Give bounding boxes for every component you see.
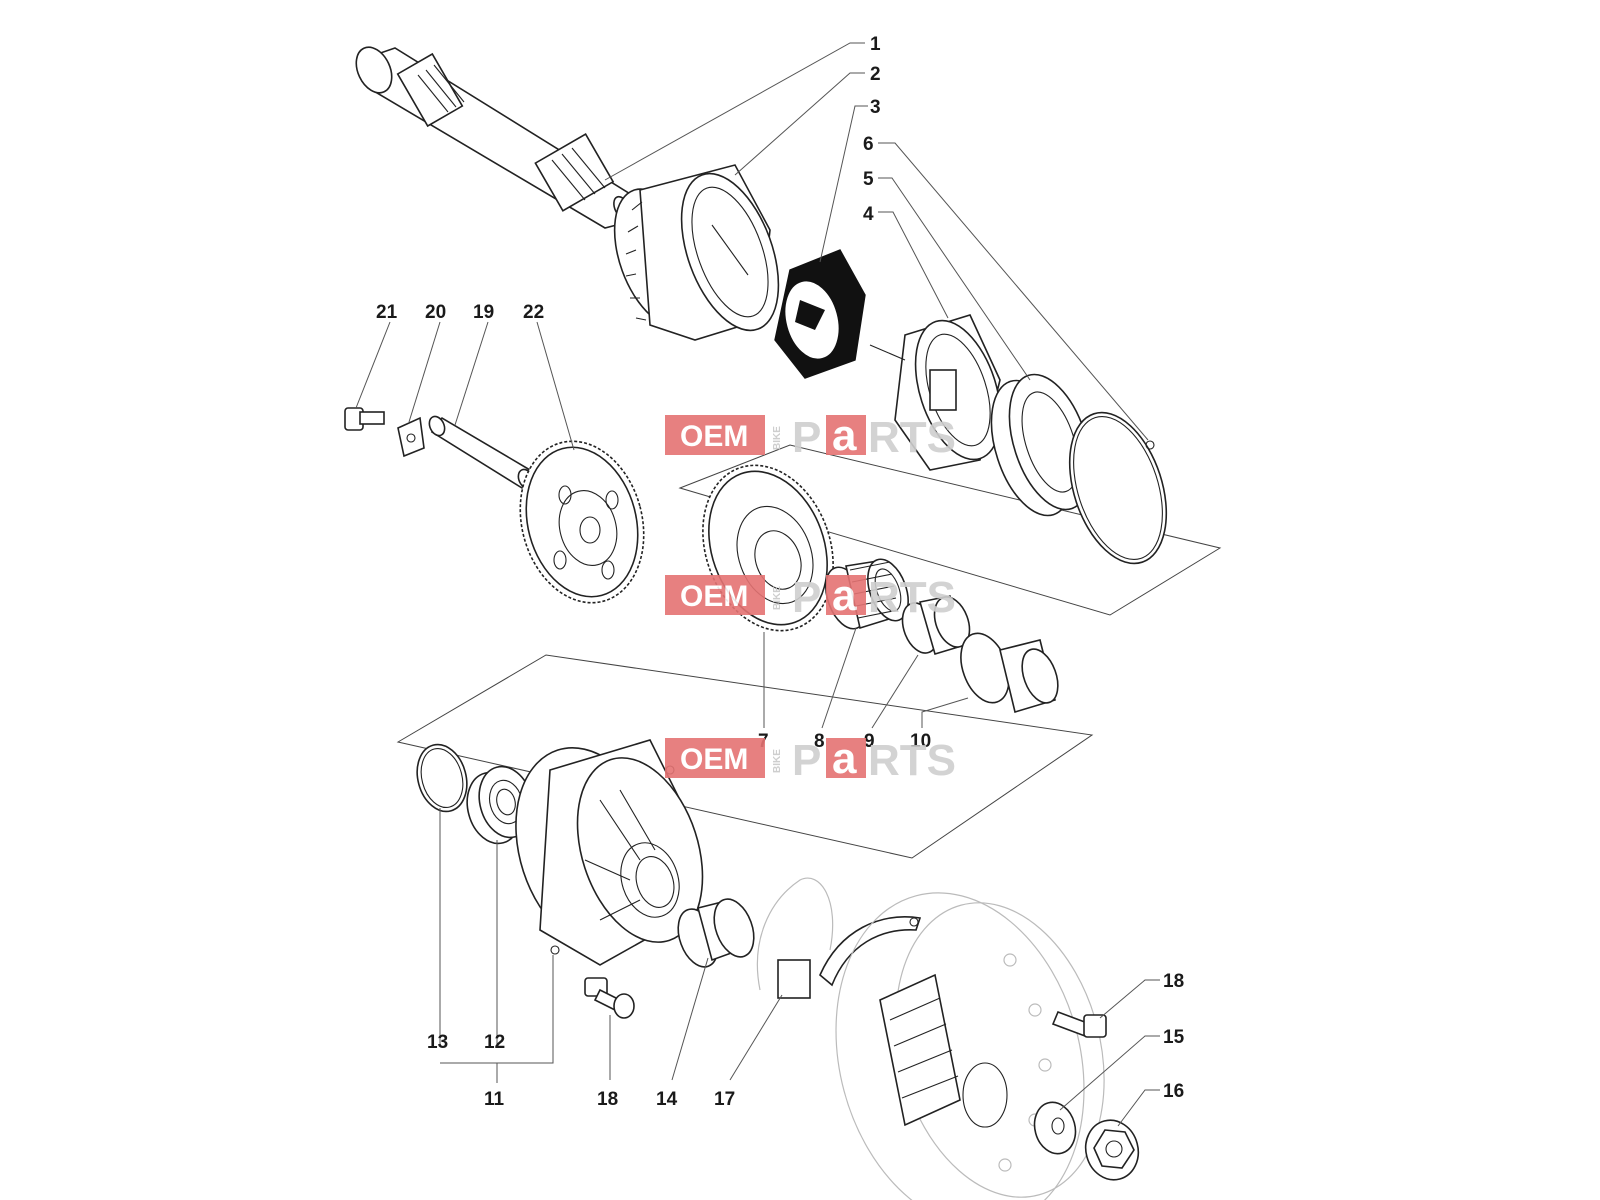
callout-17: 17 xyxy=(714,1089,735,1110)
gear-drum xyxy=(613,164,780,341)
flanged-bushing xyxy=(960,632,1059,714)
clutch-hub xyxy=(869,314,1002,471)
watermark-parts-p: P xyxy=(792,413,821,462)
bolt-housing xyxy=(584,977,635,1019)
idler-pin xyxy=(428,415,535,490)
leader-lines xyxy=(355,42,1160,1127)
assembly-frame-upper xyxy=(678,444,1222,616)
callout-8: 8 xyxy=(814,731,825,752)
callout-1: 1 xyxy=(870,34,881,55)
watermark-parts-rest: RTS xyxy=(868,573,956,622)
spacer-sleeve xyxy=(677,898,755,968)
callout-16: 16 xyxy=(1163,1081,1184,1102)
watermark-bike: BIKE xyxy=(772,749,783,773)
watermark-oem: OEM xyxy=(680,420,748,453)
watermark-parts-a: a xyxy=(832,571,857,620)
watermark-parts-rest: RTS xyxy=(868,413,956,462)
watermark-bike: BIKE xyxy=(772,426,783,450)
watermark-parts-rest: RTS xyxy=(868,736,956,785)
watermark-oem: OEM xyxy=(680,580,748,613)
circlip-large xyxy=(1068,411,1168,565)
callout-13: 13 xyxy=(427,1032,448,1053)
callout-22: 22 xyxy=(523,302,544,323)
callout-4: 4 xyxy=(863,204,874,225)
callout-3: 3 xyxy=(870,97,881,118)
idler-gear xyxy=(519,440,645,604)
watermark-bike: BIKE xyxy=(772,586,783,610)
assembly-frame-lower xyxy=(396,654,1094,859)
callout-21: 21 xyxy=(376,302,398,323)
bolt-rotor xyxy=(1051,1010,1107,1038)
bearing-housing xyxy=(515,739,704,966)
bolt-small xyxy=(344,407,385,431)
callout-2: 2 xyxy=(870,64,881,85)
watermark-parts-a: a xyxy=(832,734,857,783)
callout-6: 6 xyxy=(863,134,874,155)
pickup-sensor xyxy=(756,877,922,999)
watermark-oem: OEM xyxy=(680,743,748,776)
callout-14: 14 xyxy=(656,1089,678,1110)
watermark-parts-p: P xyxy=(792,573,821,622)
callout-11: 11 xyxy=(484,1089,505,1110)
circlip-small xyxy=(416,743,468,813)
watermark-3: OEM BIKE P a RTS xyxy=(665,734,956,785)
callout-18-right: 18 xyxy=(1163,971,1184,992)
watermark-2: OEM BIKE P a RTS xyxy=(665,571,956,622)
callout-9: 9 xyxy=(864,731,875,752)
flange-nut xyxy=(1084,1119,1140,1181)
rubber-damper xyxy=(774,249,866,379)
flat-washer xyxy=(1033,1101,1077,1155)
callout-10: 10 xyxy=(910,731,931,752)
callout-5: 5 xyxy=(863,169,874,190)
callout-20: 20 xyxy=(425,302,446,323)
callout-15: 15 xyxy=(1163,1027,1185,1048)
lock-washer xyxy=(397,416,425,458)
callout-18-bottom: 18 xyxy=(597,1089,618,1110)
watermark-parts-p: P xyxy=(792,736,821,785)
flywheel-rotor xyxy=(835,892,1105,1200)
callout-12: 12 xyxy=(484,1032,505,1053)
watermark-1: OEM BIKE P a RTS xyxy=(665,411,956,462)
bushing xyxy=(901,595,971,655)
watermark-parts-a: a xyxy=(832,411,857,460)
main-shaft xyxy=(355,46,642,229)
callout-19: 19 xyxy=(473,302,494,323)
